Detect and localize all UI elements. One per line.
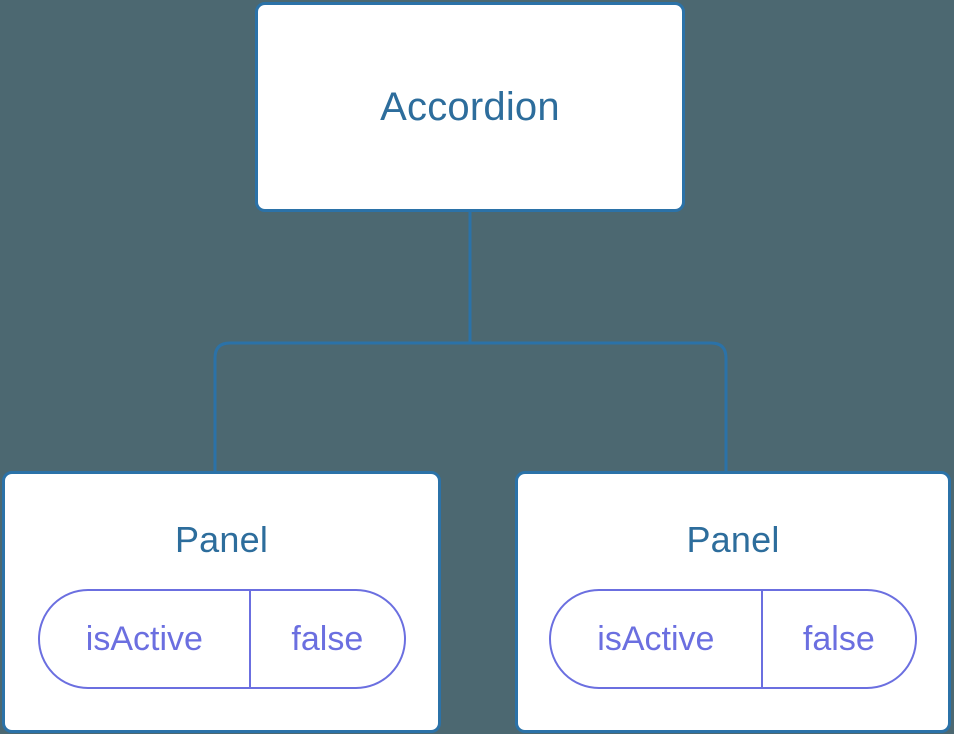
edge-accordion-to-panel-left — [213, 341, 470, 474]
prop-key-isactive-left: isActive — [40, 591, 252, 687]
prop-key-isactive-right: isActive — [551, 591, 763, 687]
prop-value-isactive-right: false — [802, 620, 875, 658]
node-panel-right[interactable]: Panel isActive false — [515, 471, 951, 733]
prop-pill-isactive-left[interactable]: isActive false — [37, 589, 406, 689]
node-panel-left-title: Panel — [174, 519, 269, 560]
prop-pill-isactive-right[interactable]: isActive false — [549, 589, 917, 689]
prop-value-isactive-left: false — [291, 620, 364, 658]
node-panel-right-title: Panel — [686, 519, 780, 560]
node-panel-left[interactable]: Panel isActive false — [2, 471, 441, 733]
node-accordion[interactable]: Accordion — [255, 2, 685, 212]
node-accordion-title: Accordion — [380, 85, 560, 129]
edge-accordion-to-panel-right — [470, 341, 728, 474]
